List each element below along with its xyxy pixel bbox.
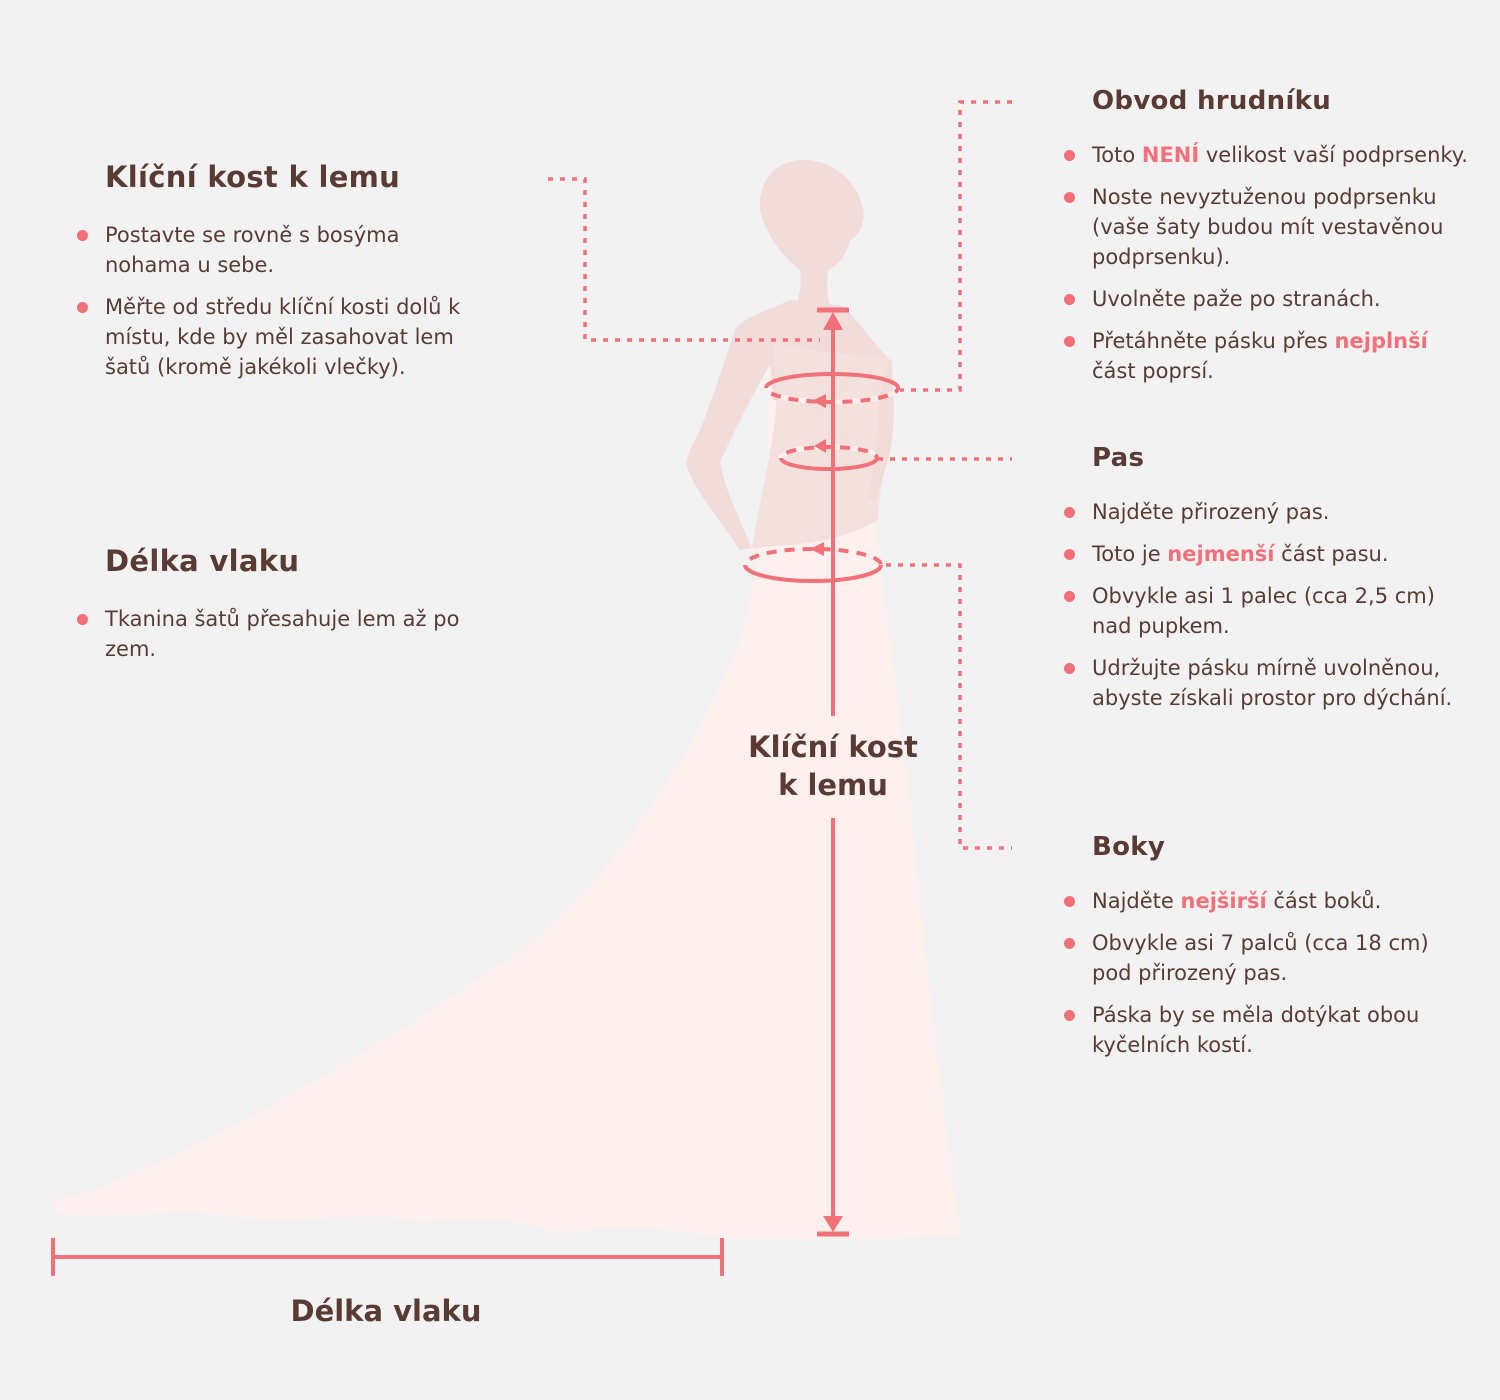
emphasis-text: NENÍ (1141, 143, 1200, 167)
waist-section: Pas Najděte přirozený pas. Toto je nejme… (1064, 443, 1472, 725)
hips-leader (886, 563, 1012, 850)
collarbone-bullet-2: Měřte od středu klíční kosti dolů k míst… (77, 292, 485, 382)
head-silhouette (759, 159, 864, 318)
bust-leader (900, 100, 1012, 392)
vertical-arrow-down (823, 1216, 843, 1232)
vertical-measure-label-line2: k lemu (778, 768, 888, 802)
bust-bullet-4: Přetáhněte pásku přes nejplnší část popr… (1064, 326, 1472, 386)
train-measure-label: Délka vlaku (290, 1294, 482, 1328)
hips-bullet-3: Páska by se měla dotýkat obou kyčelních … (1064, 1000, 1472, 1060)
hips-section: Boky Najděte nejširší část boků. Obvykle… (1064, 832, 1472, 1072)
bust-section: Obvod hrudníku Toto NENÍ velikost vaší p… (1064, 86, 1472, 398)
waist-bullet-1: Najděte přirozený pas. (1064, 497, 1472, 527)
emphasis-text: nejplnší (1334, 329, 1428, 353)
bust-bullets: Toto NENÍ velikost vaší podprsenky. Nost… (1064, 140, 1472, 386)
collarbone-bullets: Postavte se rovně s bosýma nohama u sebe… (77, 220, 485, 382)
train-bullets: Tkanina šatů přesahuje lem až po zem. (77, 604, 485, 664)
collarbone-section: Klíční kost k lemu Postavte se rovně s b… (77, 160, 485, 394)
hips-title: Boky (1092, 832, 1166, 862)
emphasis-text: nejmenší (1167, 542, 1275, 566)
collarbone-bullet-1: Postavte se rovně s bosýma nohama u sebe… (77, 220, 485, 280)
waist-bullets: Najděte přirozený pas. Toto je nejmenší … (1064, 497, 1472, 713)
bust-bullet-2: Noste nevyztuženou podprsenku (vaše šaty… (1064, 182, 1472, 272)
hips-bullets: Najděte nejširší část boků. Obvykle asi … (1064, 886, 1472, 1060)
waist-bullet-2: Toto je nejmenší část pasu. (1064, 539, 1472, 569)
hips-arrow (810, 542, 824, 556)
vertical-measure-label-line1: Klíční kost (748, 730, 918, 764)
collarbone-title: Klíční kost k lemu (105, 160, 401, 194)
bust-bullet-1: Toto NENÍ velikost vaší podprsenky. (1064, 140, 1472, 170)
vertical-measure-label: Klíční kost k lemu (733, 728, 933, 804)
bust-arrow (812, 394, 826, 408)
bust-title: Obvod hrudníku (1092, 86, 1332, 116)
waist-bullet-4: Udržujte pásku mírně uvolněnou, abyste z… (1064, 653, 1472, 713)
train-bullet-1: Tkanina šatů přesahuje lem až po zem. (77, 604, 485, 664)
bust-bullet-3: Uvolněte paže po stranách. (1064, 284, 1472, 314)
emphasis-text: nejširší (1180, 889, 1267, 913)
waist-bullet-3: Obvykle asi 1 palec (cca 2,5 cm) nad pup… (1064, 581, 1472, 641)
vertical-arrow-up (823, 312, 843, 330)
train-title: Délka vlaku (105, 544, 300, 578)
collarbone-leader (548, 177, 820, 342)
waist-arrow (814, 439, 826, 453)
dress-silhouette (53, 335, 960, 1240)
train-section: Délka vlaku Tkanina šatů přesahuje lem a… (77, 544, 485, 676)
hips-bullet-2: Obvykle asi 7 palců (cca 18 cm) pod přir… (1064, 928, 1472, 988)
hips-bullet-1: Najděte nejširší část boků. (1064, 886, 1472, 916)
waist-title: Pas (1092, 443, 1145, 473)
